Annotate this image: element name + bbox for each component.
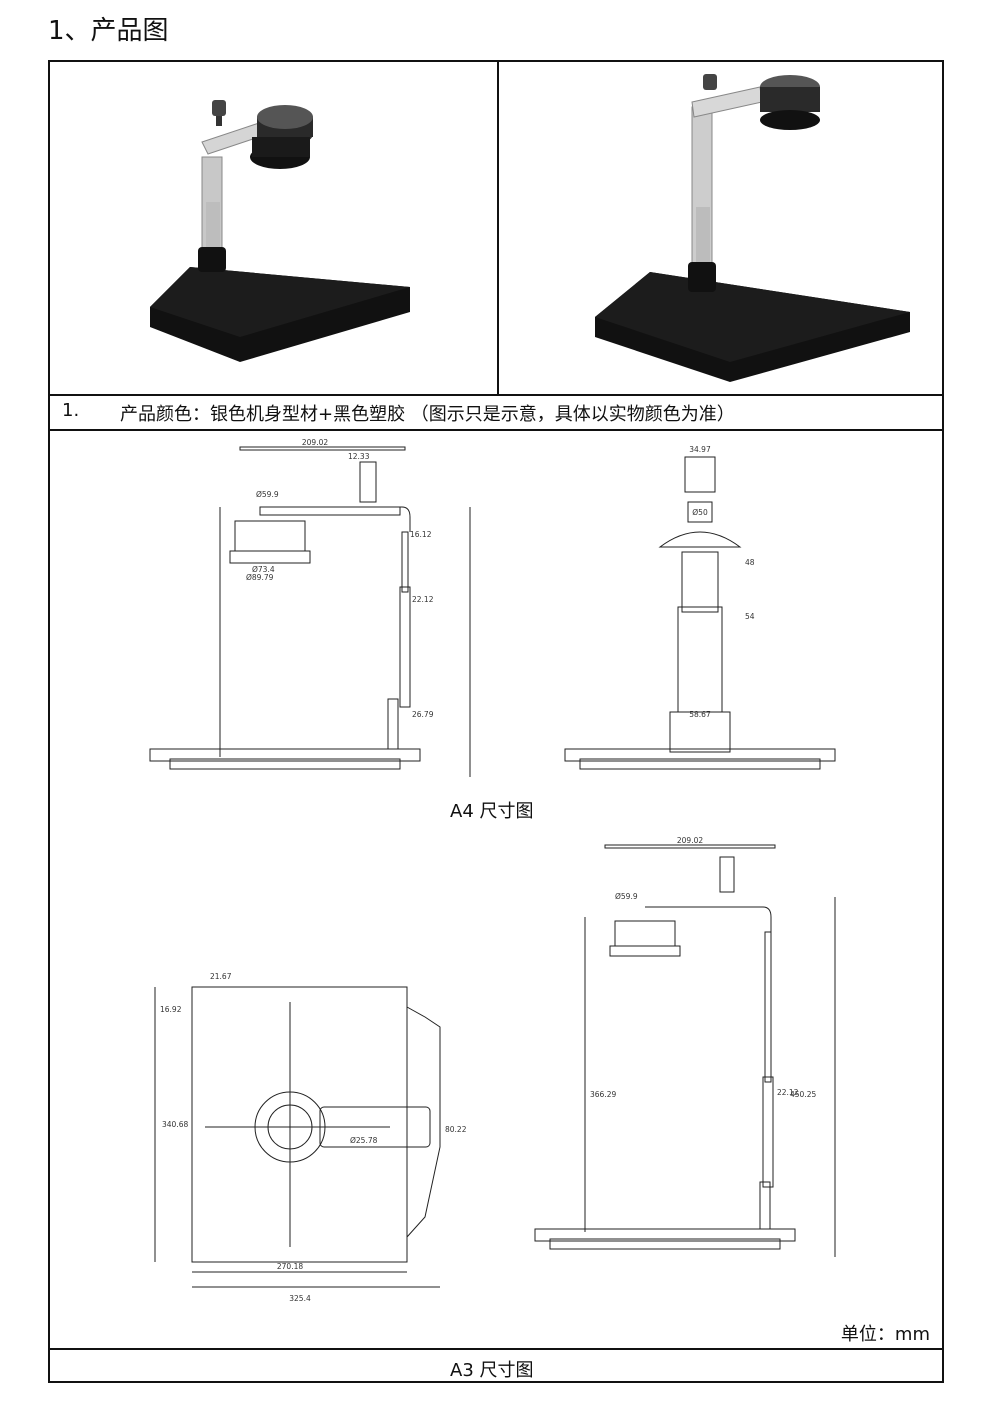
- a4-side-drawing: 209.02 12.33 Ø59.9 16.12 Ø73.4 Ø89.79 22…: [149, 438, 471, 777]
- row-divider-1: [50, 394, 942, 396]
- dim-label: Ø59.9: [615, 892, 638, 901]
- a3-top-drawing: 16.92 21.67 340.68 Ø25.78 80.22 270.18 3…: [154, 972, 467, 1303]
- dim-label: 22.12: [777, 1088, 799, 1097]
- dim-label: 209.02: [302, 438, 328, 447]
- dim-label: 21.67: [210, 972, 232, 981]
- dim-label: 450.25: [790, 1090, 816, 1099]
- dim-label: 366.29: [590, 1090, 616, 1099]
- dim-label: 270.18: [277, 1262, 303, 1271]
- dim-label: Ø59.9: [256, 490, 279, 499]
- product-photo-1: [150, 100, 410, 362]
- dim-label: Ø50: [692, 508, 708, 517]
- photo-divider: [497, 62, 499, 394]
- description-number: 1.: [62, 400, 80, 421]
- dim-label: 34.97: [689, 445, 711, 454]
- dim-label: Ø89.79: [246, 573, 274, 582]
- description-text: 产品颜色：银色机身型材+黑色塑胶 （图示只是示意，具体以实物颜色为准）: [120, 404, 735, 425]
- dim-label: 22.12: [412, 595, 434, 604]
- row-divider-3: [50, 1348, 942, 1350]
- a4-caption: A4 尺寸图: [450, 801, 534, 822]
- dim-label: 48: [745, 558, 755, 567]
- unit-label: 单位：mm: [840, 1324, 930, 1345]
- row-divider-2: [50, 429, 942, 431]
- dim-label: 80.22: [445, 1125, 467, 1134]
- page-heading: 1、产品图: [48, 16, 169, 46]
- dim-label: 58.67: [689, 710, 711, 719]
- a3-side-drawing: 209.02 Ø59.9 366.29 450.25 22.12: [534, 837, 836, 1257]
- dim-label: 325.4: [289, 1294, 311, 1303]
- product-table: 1. 产品颜色：银色机身型材+黑色塑胶 （图示只是示意，具体以实物颜色为准） 2…: [48, 60, 944, 1383]
- dim-label: 16.12: [410, 530, 432, 539]
- dim-label: 26.79: [412, 710, 434, 719]
- dim-label: 209.02: [677, 837, 703, 845]
- dim-label: 340.68: [162, 1120, 188, 1129]
- a3-caption: A3 尺寸图: [450, 1360, 534, 1381]
- dim-label: Ø25.78: [350, 1136, 378, 1145]
- dim-label: 12.33: [348, 452, 370, 461]
- dim-label: 54: [745, 612, 755, 621]
- product-photo-2: [595, 74, 910, 382]
- dim-label: 16.92: [160, 1005, 182, 1014]
- a4-front-drawing: 34.97 Ø50 48 54 58.67: [564, 445, 836, 770]
- dim-label: Ø73.4: [252, 565, 275, 574]
